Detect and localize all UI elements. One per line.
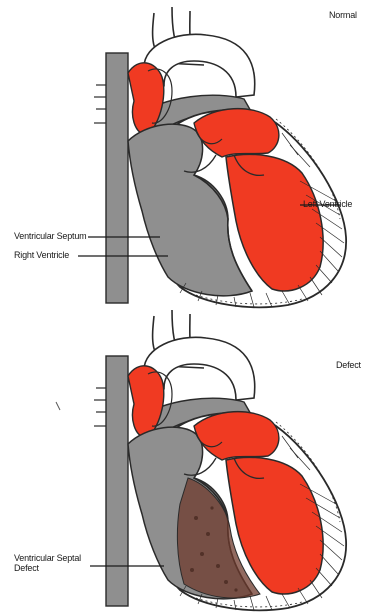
- label-left-ventricle: Left Ventricle: [303, 199, 352, 209]
- label-ventricular-septum: Ventricular Septum: [14, 231, 86, 241]
- label-vsd-line1: Ventricular Septal: [14, 553, 81, 563]
- label-vsd-line2: Defect: [14, 563, 39, 573]
- label-right-ventricle: Right Ventricle: [14, 250, 69, 260]
- defect-heading: Defect: [336, 360, 361, 370]
- stray-mark: [56, 402, 60, 410]
- normal-heading: Normal: [329, 10, 357, 20]
- defect-heart: [94, 310, 346, 610]
- normal-heart: [94, 7, 346, 307]
